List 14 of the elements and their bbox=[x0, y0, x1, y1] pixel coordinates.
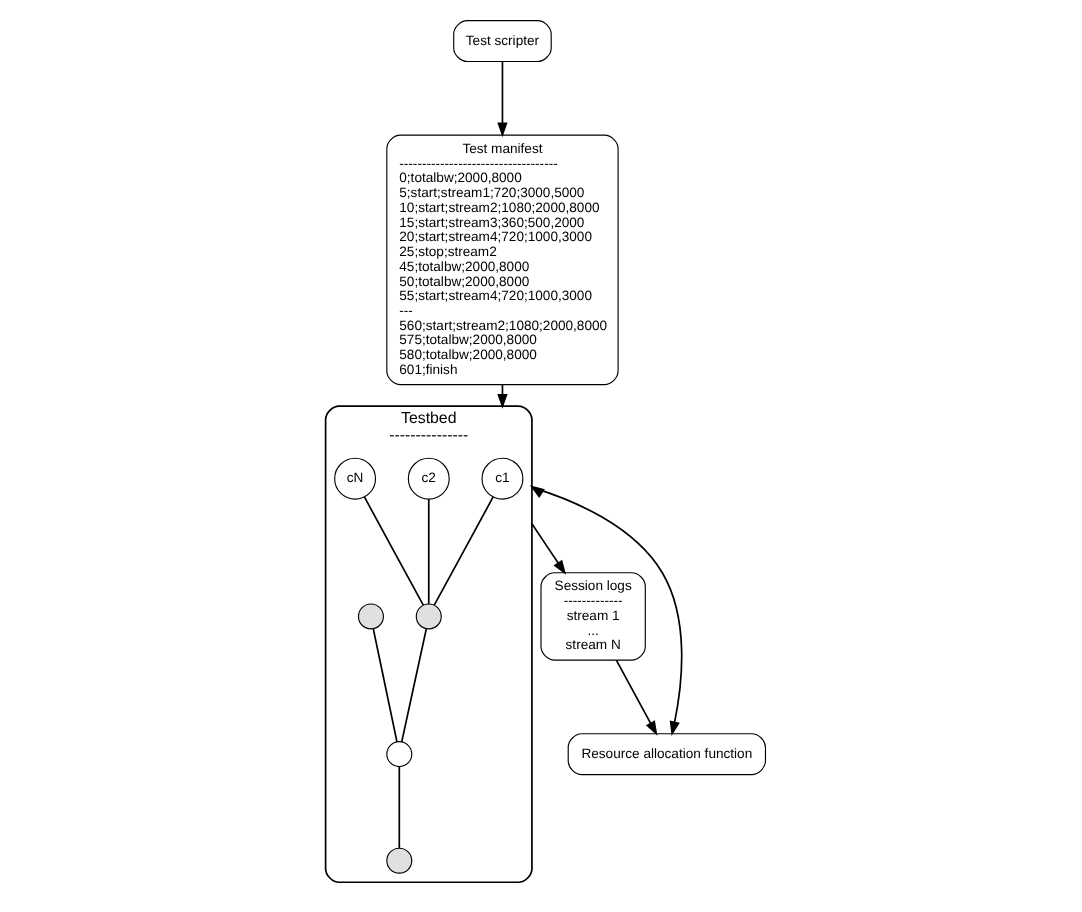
node-circle bbox=[386, 741, 413, 768]
connector bbox=[372, 628, 398, 743]
connector bbox=[398, 766, 401, 849]
connector bbox=[427, 498, 430, 605]
node-circle bbox=[357, 603, 384, 630]
arrow bbox=[497, 60, 508, 138]
arrow bbox=[615, 659, 658, 736]
node-circle bbox=[415, 603, 442, 630]
arrow bbox=[529, 485, 683, 736]
connector bbox=[433, 496, 494, 607]
connector bbox=[400, 628, 428, 743]
node-circle bbox=[386, 847, 413, 874]
arrow bbox=[531, 523, 567, 575]
connector bbox=[363, 496, 425, 607]
